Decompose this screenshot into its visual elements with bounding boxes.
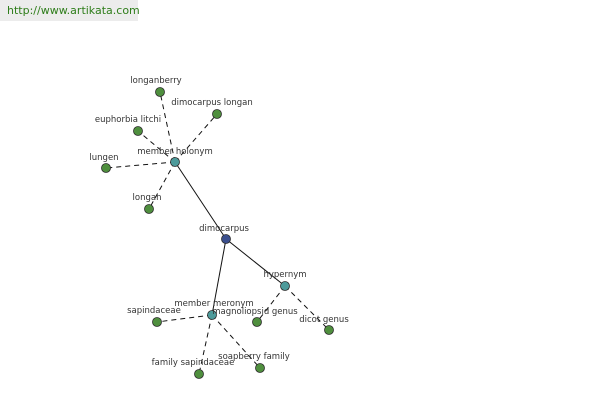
edge-hypernym-to-dicot-genus xyxy=(284,285,330,331)
node-lungen[interactable] xyxy=(101,163,111,173)
edge-dimocarpus-to-member-holonym xyxy=(174,161,227,240)
url-bar: http://www.artikata.com xyxy=(0,0,140,21)
node-label-hypernym: hypernym xyxy=(263,270,306,280)
edge-member-meronym-to-sapindaceae xyxy=(156,314,213,323)
site-url-link[interactable]: http://www.artikata.com xyxy=(7,4,140,17)
node-layer xyxy=(101,87,334,379)
node-label-soapberry-family: soapberry family xyxy=(218,352,290,362)
node-label-dicot-genus: dicot genus xyxy=(299,315,349,325)
node-label-dimocarpus: dimocarpus xyxy=(199,224,249,234)
label-layer: dimocarpus member holonym member meronym hy… xyxy=(89,76,349,368)
node-member-holonym[interactable] xyxy=(170,157,180,167)
node-dimocarpus-longan[interactable] xyxy=(212,109,222,119)
node-dicot-genus[interactable] xyxy=(324,325,334,335)
node-euphorbia-litchi[interactable] xyxy=(133,126,143,136)
node-label-euphorbia-litchi: euphorbia litchi xyxy=(95,115,161,125)
node-label-sapindaceae: sapindaceae xyxy=(127,306,181,316)
node-label-longanberry: longanberry xyxy=(130,76,181,86)
node-dimocarpus[interactable] xyxy=(221,234,231,244)
node-label-longan: longan xyxy=(133,193,162,203)
node-family-sapindaceae[interactable] xyxy=(194,369,204,379)
node-label-magnoliopsid-genus: magnoliopsid genus xyxy=(212,307,298,317)
node-member-meronym[interactable] xyxy=(207,310,217,320)
node-longanberry[interactable] xyxy=(155,87,165,97)
edge-dimocarpus-to-member-meronym xyxy=(211,238,227,316)
node-magnoliopsid-genus[interactable] xyxy=(252,317,262,327)
edge-layer xyxy=(105,91,330,375)
node-hypernym[interactable] xyxy=(280,281,290,291)
edge-member-holonym-to-dimocarpus-longan xyxy=(174,113,218,163)
edge-member-holonym-to-longanberry xyxy=(159,91,176,163)
edge-dimocarpus-to-hypernym xyxy=(225,238,286,287)
edge-member-meronym-to-family-sapindaceae xyxy=(198,314,213,375)
edge-member-holonym-to-euphorbia-litchi xyxy=(137,130,176,163)
node-label-member-meronym: member meronym xyxy=(174,299,253,309)
edge-hypernym-to-magnoliopsid-genus xyxy=(256,285,286,323)
node-soapberry-family[interactable] xyxy=(255,363,265,373)
node-label-dimocarpus-longan: dimocarpus longan xyxy=(171,98,252,108)
node-label-family-sapindaceae: family sapindaceae xyxy=(152,358,235,368)
node-label-lungen: lungen xyxy=(89,153,118,163)
node-longan[interactable] xyxy=(144,204,154,214)
edge-member-meronym-to-soapberry-family xyxy=(211,314,261,369)
node-sapindaceae[interactable] xyxy=(152,317,162,327)
edge-member-holonym-to-lungen xyxy=(105,161,176,169)
node-label-member-holonym: member holonym xyxy=(137,147,212,157)
